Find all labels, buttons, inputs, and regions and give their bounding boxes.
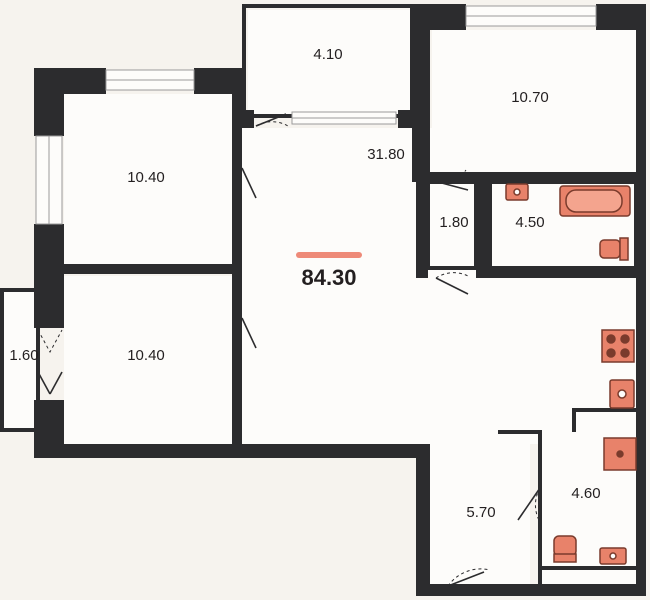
doors <box>37 113 541 587</box>
wall-segment <box>232 94 242 444</box>
wall-segment <box>64 264 240 274</box>
room-area-balcony: 1.60 <box>9 347 38 364</box>
door-loggia <box>255 113 289 127</box>
room-area-bedroom-top-right: 10.70 <box>511 89 549 106</box>
total-area: 84.30 <box>301 265 356 290</box>
door-bedroom-left-top <box>234 167 257 201</box>
bathtub-icon <box>559 185 631 217</box>
total-area-accent-bar <box>296 252 362 258</box>
wall-segment <box>194 68 244 94</box>
door-bathroom <box>435 272 469 295</box>
room-loggia-floor <box>248 10 410 114</box>
room-labels: 4.10 10.70 10.40 31.80 1.80 4.50 10.40 1… <box>9 46 600 521</box>
wall-segment <box>242 110 254 128</box>
room-balcony-floor <box>4 292 36 428</box>
shower-tray-icon <box>603 437 637 471</box>
wall-segment <box>34 68 64 136</box>
room-area-bathroom: 4.50 <box>515 214 544 231</box>
wall-segment <box>34 444 430 458</box>
wall-segment <box>34 224 64 328</box>
wall-segment <box>476 182 490 278</box>
wall-segment <box>596 4 638 30</box>
wall-bottom <box>416 584 646 596</box>
total-area-block: 84.30 <box>296 252 362 290</box>
wc-toilet-icon <box>553 535 577 563</box>
sink-icon <box>505 183 529 201</box>
room-area-living: 31.80 <box>367 146 405 163</box>
door-entrance <box>447 568 491 587</box>
door-closet <box>437 169 469 191</box>
wall-segment <box>412 172 638 182</box>
balcony-outline <box>0 288 40 432</box>
room-area-hall: 5.70 <box>466 504 495 521</box>
wall-segment <box>416 182 428 278</box>
wall-segment <box>416 444 430 586</box>
wall-right <box>636 4 646 586</box>
stove-icon <box>601 329 635 363</box>
windows <box>35 5 597 225</box>
fixtures <box>505 183 637 565</box>
room-bedroom-left-bottom-floor <box>64 276 234 444</box>
wc-wall <box>498 430 542 586</box>
wall-segment <box>398 110 412 128</box>
room-hall-floor <box>428 444 530 586</box>
room-area-wc: 4.60 <box>571 485 600 502</box>
wall-segment <box>476 268 638 278</box>
room-bedroom-left-top-floor <box>64 94 234 266</box>
wc-sink-icon <box>599 547 627 565</box>
toilet-icon <box>599 237 629 261</box>
door-wc <box>517 487 541 523</box>
room-area-bedroom-left-top: 10.40 <box>127 169 165 186</box>
room-area-closet: 1.80 <box>439 214 468 231</box>
walls <box>34 4 646 596</box>
niche-wall <box>572 408 640 432</box>
door-balcony <box>37 329 63 395</box>
kitchen-sink-icon <box>609 379 635 409</box>
wall-segment <box>412 4 430 182</box>
room-area-bedroom-left-bottom: 10.40 <box>127 347 165 364</box>
door-bedroom-left-bottom <box>234 317 257 351</box>
room-area-loggia: 4.10 <box>313 46 342 63</box>
